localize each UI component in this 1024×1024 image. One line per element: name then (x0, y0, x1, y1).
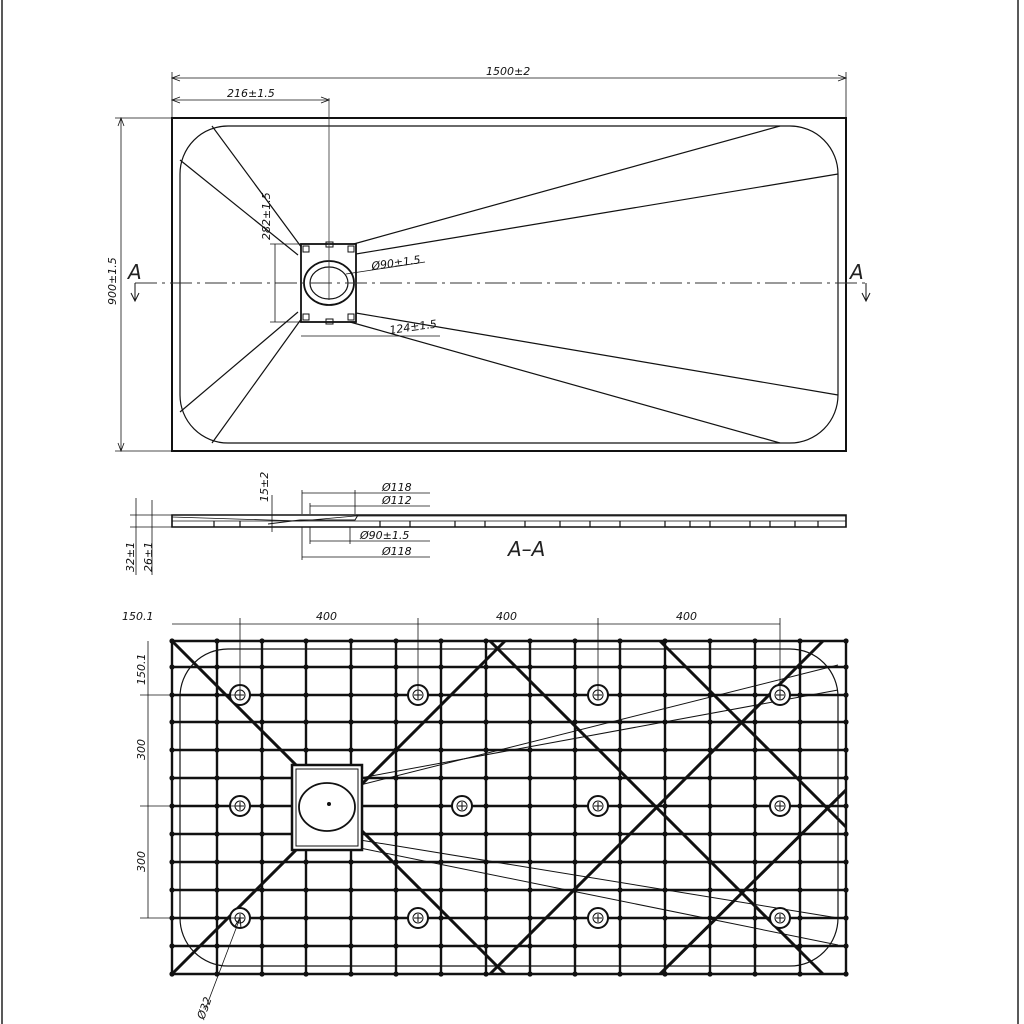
drain-offset-label: 216±1.5 (227, 87, 275, 100)
support-foot (769, 795, 791, 817)
section-mark-left: A (126, 260, 142, 284)
edge-offset-x-label: 150.1 (122, 610, 154, 623)
section-view: 15±2 Ø118 Ø112 Ø90±1.5 Ø118 32±1 (124, 472, 847, 575)
section-depth-label: 15±2 (258, 472, 271, 502)
row-spacing-2-label: 300 (135, 851, 148, 872)
drain-box-height-label: 282±1.5 (260, 192, 273, 240)
support-foot (769, 907, 791, 929)
support-foot (407, 907, 429, 929)
underside-outline (171, 640, 847, 975)
slope-lines-underside (359, 664, 839, 946)
length-dimension (170, 72, 848, 118)
rib-grid (169, 638, 849, 977)
support-foot (587, 795, 609, 817)
spacing-1-label: 400 (316, 610, 337, 623)
drain-hole-label: Ø90±1.5 (370, 253, 422, 273)
diagonal-ribs (170, 639, 848, 976)
tray-outline (171, 117, 847, 452)
support-foot (451, 795, 473, 817)
base-height-label: 26±1 (142, 542, 155, 572)
underside-drain-box (290, 763, 364, 852)
edge-offset-y-label: 150.1 (135, 654, 148, 686)
tray-inner-rim (179, 125, 839, 444)
section-profile (171, 514, 847, 528)
section-mark-right: A (848, 260, 864, 284)
overall-length-label: 1500±2 (486, 65, 530, 78)
overall-width-label: 900±1.5 (106, 257, 119, 305)
section-title: A–A (506, 537, 545, 561)
slope-lines (179, 125, 839, 444)
drain-hole-section-label: Ø90±1.5 (359, 529, 409, 542)
inner-diameter-label: Ø112 (381, 494, 412, 507)
spacing-2-label: 400 (496, 610, 517, 623)
total-height-label: 32±1 (124, 542, 137, 572)
support-foot (587, 907, 609, 929)
top-view: A A 1500±2 216±1.5 900±1.5 2 (106, 65, 871, 453)
bottom-view: 150.1 400 400 400 150.1 300 300 Ø32 (122, 610, 849, 1022)
spacing-3-label: 400 (676, 610, 697, 623)
foot-diameter-label: Ø32 (194, 995, 214, 1022)
row-spacing-1-label: 300 (135, 739, 148, 760)
outer-diameter-bottom-label: Ø118 (381, 545, 412, 558)
outer-diameter-top-label: Ø118 (381, 481, 412, 494)
